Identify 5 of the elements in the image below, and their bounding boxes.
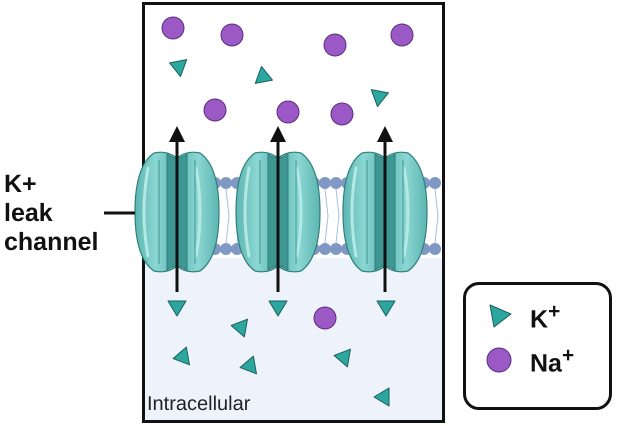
channel-label: K+ leak channel xyxy=(4,170,122,257)
region-label: Intracellular xyxy=(147,393,250,416)
leader-line xyxy=(104,212,135,214)
legend-text: Na$^{+}$ xyxy=(530,344,574,378)
legend-text: K$^{+}$ xyxy=(530,300,560,334)
